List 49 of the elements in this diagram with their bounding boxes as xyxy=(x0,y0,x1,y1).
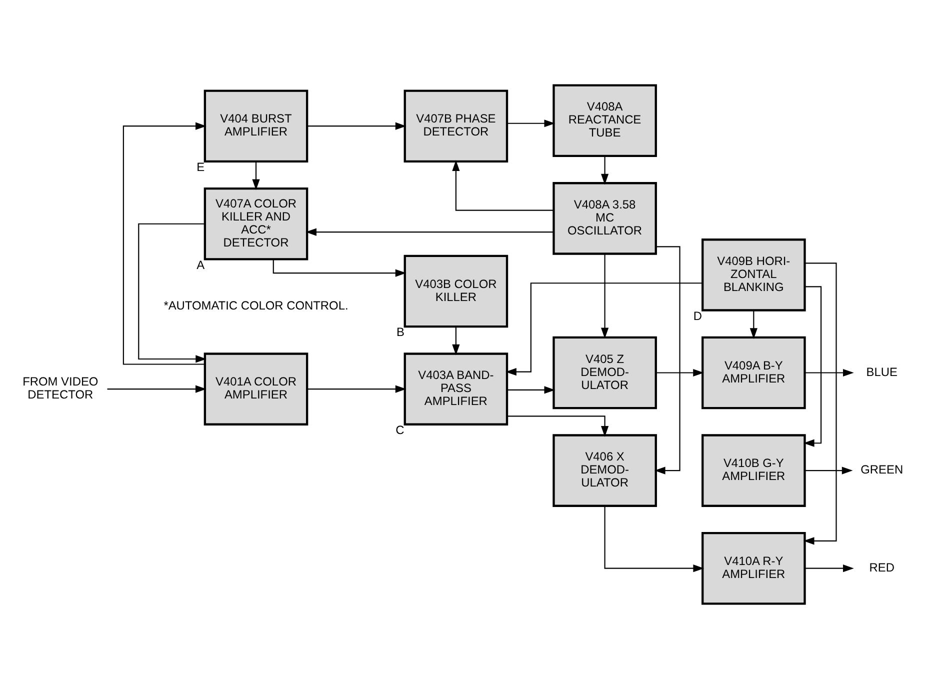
arrow xyxy=(306,384,406,392)
arrow xyxy=(804,368,854,376)
node-box: V408A REACTANCE TUBE xyxy=(552,84,656,157)
arrow xyxy=(804,466,852,474)
arrow xyxy=(106,384,206,392)
node-box: V404 BURST AMPLIFIER xyxy=(203,89,308,162)
arrow xyxy=(604,506,704,572)
node-box: V405 Z DEMOD- ULATOR xyxy=(552,336,656,409)
arrow xyxy=(802,262,836,544)
arrow xyxy=(802,286,822,446)
node-box: V407A COLOR KILLER AND ACC* DETECTOR xyxy=(203,186,308,260)
node-box: V409A B-Y AMPLIFIER xyxy=(701,336,806,409)
arrow xyxy=(656,368,704,376)
node-label: C xyxy=(395,422,404,436)
node-box: V409B HORI- ZONTAL BLANKING xyxy=(701,238,806,311)
arrow xyxy=(452,326,460,355)
arrow xyxy=(452,160,554,210)
node-label: A xyxy=(196,257,204,272)
arrow xyxy=(305,228,554,236)
node-box: V403A BAND- PASS AMPLIFIER xyxy=(403,352,508,425)
node-text: RED xyxy=(868,560,894,574)
arrow xyxy=(804,564,854,572)
label: *AUTOMATIC COLOR CONTROL. xyxy=(163,298,348,312)
arrow xyxy=(506,386,555,394)
node-text: BLUE xyxy=(866,364,897,378)
node-box: V406 X DEMOD- ULATOR xyxy=(552,434,656,506)
arrow xyxy=(749,310,757,338)
node-text: GREEN xyxy=(860,462,903,476)
node-box: V403B COLOR KILLER xyxy=(403,254,508,328)
arrow xyxy=(505,282,702,376)
arrow xyxy=(600,156,608,184)
node-box: V407B PHASE DETECTOR xyxy=(403,89,508,162)
arrow xyxy=(122,122,206,364)
arrow xyxy=(654,246,680,474)
node-label: E xyxy=(196,159,204,174)
arrow xyxy=(506,119,555,127)
arrow xyxy=(252,161,260,190)
node-box: V401A COLOR AMPLIFIER xyxy=(203,352,308,425)
node-box: V408A 3.58 MC OSCILLATOR xyxy=(552,182,656,254)
arrow xyxy=(306,122,406,130)
node-box: V410B G-Y AMPLIFIER xyxy=(701,434,806,506)
arrow xyxy=(506,415,608,436)
arrow xyxy=(272,259,406,276)
node-label: B xyxy=(396,324,404,339)
node-text: FROM VIDEO DETECTOR xyxy=(22,374,98,402)
arrow xyxy=(600,253,608,338)
node-box: V410A R-Y AMPLIFIER xyxy=(701,531,806,604)
arrow xyxy=(138,222,206,362)
node-label: D xyxy=(692,308,702,322)
